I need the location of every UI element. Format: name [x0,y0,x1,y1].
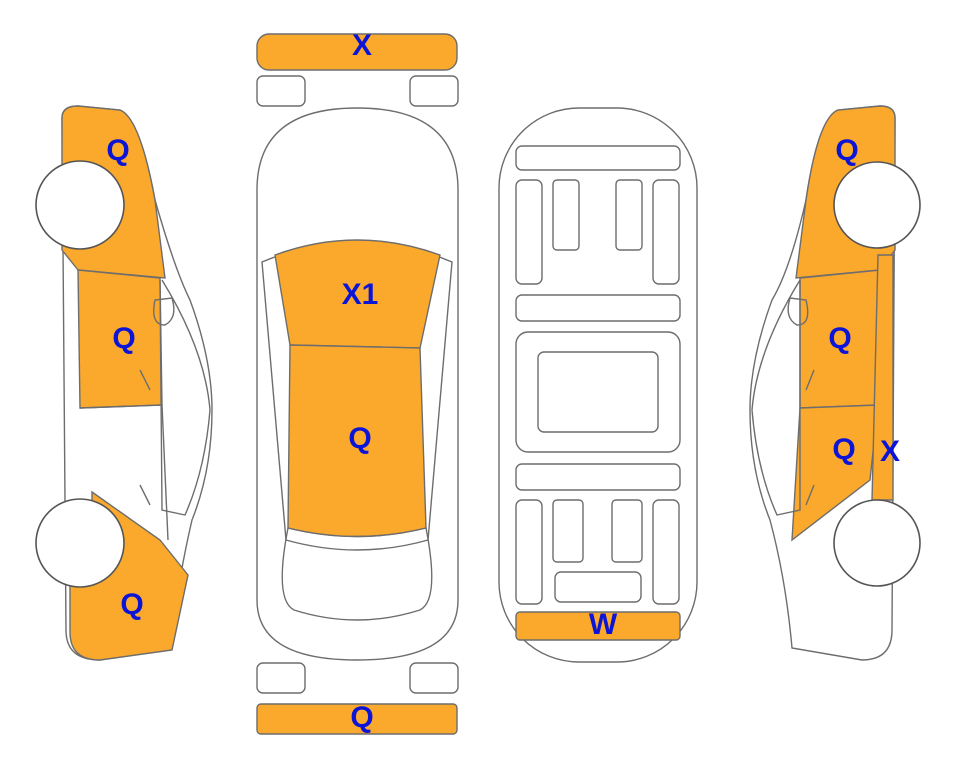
right-side-view [749,105,921,661]
left-rear-quarter-label: Q [120,588,143,621]
left-front-wheel [35,160,125,250]
right-window-line [751,279,801,516]
hood-label: X1 [342,278,379,311]
right-rear-handle [805,484,815,506]
right-front-wheel [833,161,921,249]
left-front-handle [139,369,151,391]
left-mirror [153,297,175,326]
left-front-fender-label: Q [106,134,129,167]
right-rear-door-label: Q [832,433,855,466]
under-front-right-box [615,179,643,251]
right-front-handle [805,369,815,391]
right-rear-wheel [833,499,921,587]
under-front-left-rail [515,179,543,285]
right-rocker-panel[interactable] [871,254,894,501]
right-front-door-label: Q [828,322,851,355]
hood-panel[interactable] [274,239,441,349]
under-rear-left-rail [515,499,543,605]
top-rear-window [281,527,433,621]
rear-bumper-panel[interactable] [256,703,458,735]
left-rear-handle [139,484,151,506]
roof-label: Q [348,422,371,455]
under-tank-box [554,571,642,603]
right-rear-door-panel[interactable] [791,404,879,542]
underbody-view [498,107,698,663]
damage-labels: X X1 Q Q W Q Q Q Q Q Q X [106,29,900,734]
under-rear-left-box [552,499,584,563]
rear-right-lamp [409,662,459,694]
left-front-door-label: Q [112,322,135,355]
front-left-lamp [256,75,306,107]
under-center-plate [537,351,659,433]
right-front-fender-label: Q [835,134,858,167]
right-rocker-label: X [880,435,900,468]
right-mirror [787,297,809,326]
under-front-crossbar [515,145,681,171]
left-side-view [35,105,213,661]
left-rear-wheel [35,498,125,588]
underbody-rear-label: W [589,608,618,641]
rear-left-lamp [256,662,306,694]
rear-bumper-label: Q [350,701,373,734]
left-window-line [159,279,211,516]
under-front-left-box [552,179,580,251]
front-bumper-label: X [352,29,372,62]
underbody-rear-panel[interactable] [515,611,681,641]
top-view [256,33,459,735]
front-bumper-panel[interactable] [256,33,458,71]
under-rear-right-box [611,499,643,563]
under-front-right-rail [652,179,680,285]
left-door-seam [79,404,169,541]
front-right-lamp [409,75,459,107]
under-rear-bar [515,463,681,491]
under-mid-bar [515,294,681,322]
under-rear-right-rail [652,499,680,605]
